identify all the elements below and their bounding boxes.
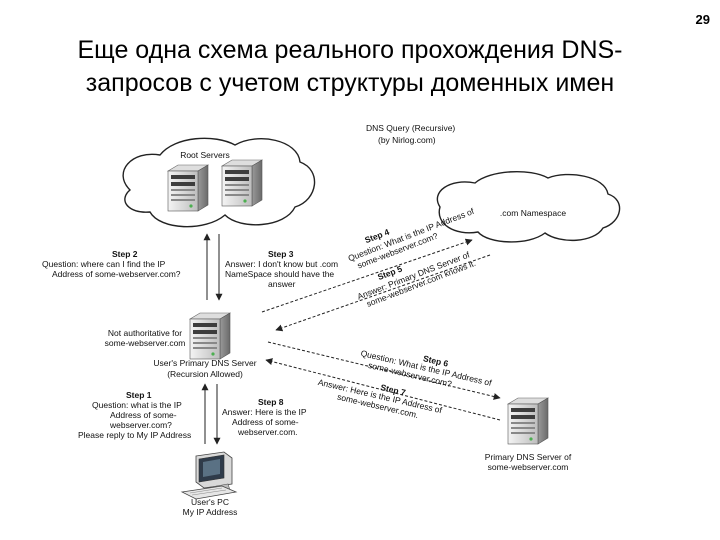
user-pc-label-line-1: User's PC — [191, 497, 229, 507]
step-8-line-1: Answer: Here is the IP — [222, 407, 307, 417]
arrow-step-5 — [275, 254, 491, 332]
step-1-title: Step 1 — [126, 390, 152, 400]
step-2-title: Step 2 — [112, 249, 138, 259]
root-server-icon — [167, 164, 209, 212]
slide-title: Еще одна схема реального прохождения DNS… — [20, 34, 680, 100]
step-8-title: Step 8 — [258, 397, 284, 407]
slide-number: 29 — [695, 12, 710, 27]
root-servers-label: Root Servers — [180, 150, 230, 160]
step-1-line-3: webserver.com? — [109, 420, 172, 430]
step-3-line-3: answer — [268, 279, 296, 289]
step-1-line-4: Please reply to My IP Address — [78, 430, 191, 440]
user-pc-icon — [180, 451, 238, 500]
slide-title-line-1: Еще одна схема реального прохождения DNS… — [77, 36, 623, 64]
com-namespace-label: .com Namespace — [500, 208, 566, 218]
step-2-line-1: Question: where can I find the IP — [42, 259, 166, 269]
step-8-line-3: webserver.com. — [237, 427, 298, 437]
step-8-line-2: Address of some- — [232, 417, 299, 427]
root-server-icon — [221, 159, 263, 207]
remote-dns-label-line-2: some-webserver.com — [488, 462, 569, 472]
remote-dns-server-icon — [507, 397, 549, 445]
step-1-line-2: Address of some- — [110, 410, 177, 420]
arrow-step-7 — [265, 358, 501, 421]
step-1-line-1: Question: what is the IP — [92, 400, 182, 410]
arrow-step-4 — [261, 238, 473, 313]
primary-dns-server-icon — [189, 312, 231, 360]
diagram-header-line-2: (by Nirlog.com) — [378, 135, 436, 145]
user-pc-label-line-2: My IP Address — [183, 507, 238, 517]
step-2-line-2: Address of some-webserver.com? — [52, 269, 181, 279]
not-authoritative-line-2: some-webserver.com — [105, 338, 186, 348]
com-namespace-cloud — [436, 170, 621, 243]
slide-title-line-2: запросов с учетом структуры доменных име… — [85, 69, 615, 97]
not-authoritative-line-1: Not authoritative for — [108, 328, 182, 338]
step-3-line-2: NameSpace should have the — [225, 269, 334, 279]
primary-dns-label-line-2: (Recursion Allowed) — [167, 369, 243, 379]
remote-dns-label-line-1: Primary DNS Server of — [485, 452, 572, 462]
primary-dns-label-line-1: User's Primary DNS Server — [153, 358, 256, 368]
step-3-title: Step 3 — [268, 249, 294, 259]
diagram-header-line-1: DNS Query (Recursive) — [366, 123, 455, 133]
step-3-line-1: Answer: I don't know but .com — [225, 259, 338, 269]
